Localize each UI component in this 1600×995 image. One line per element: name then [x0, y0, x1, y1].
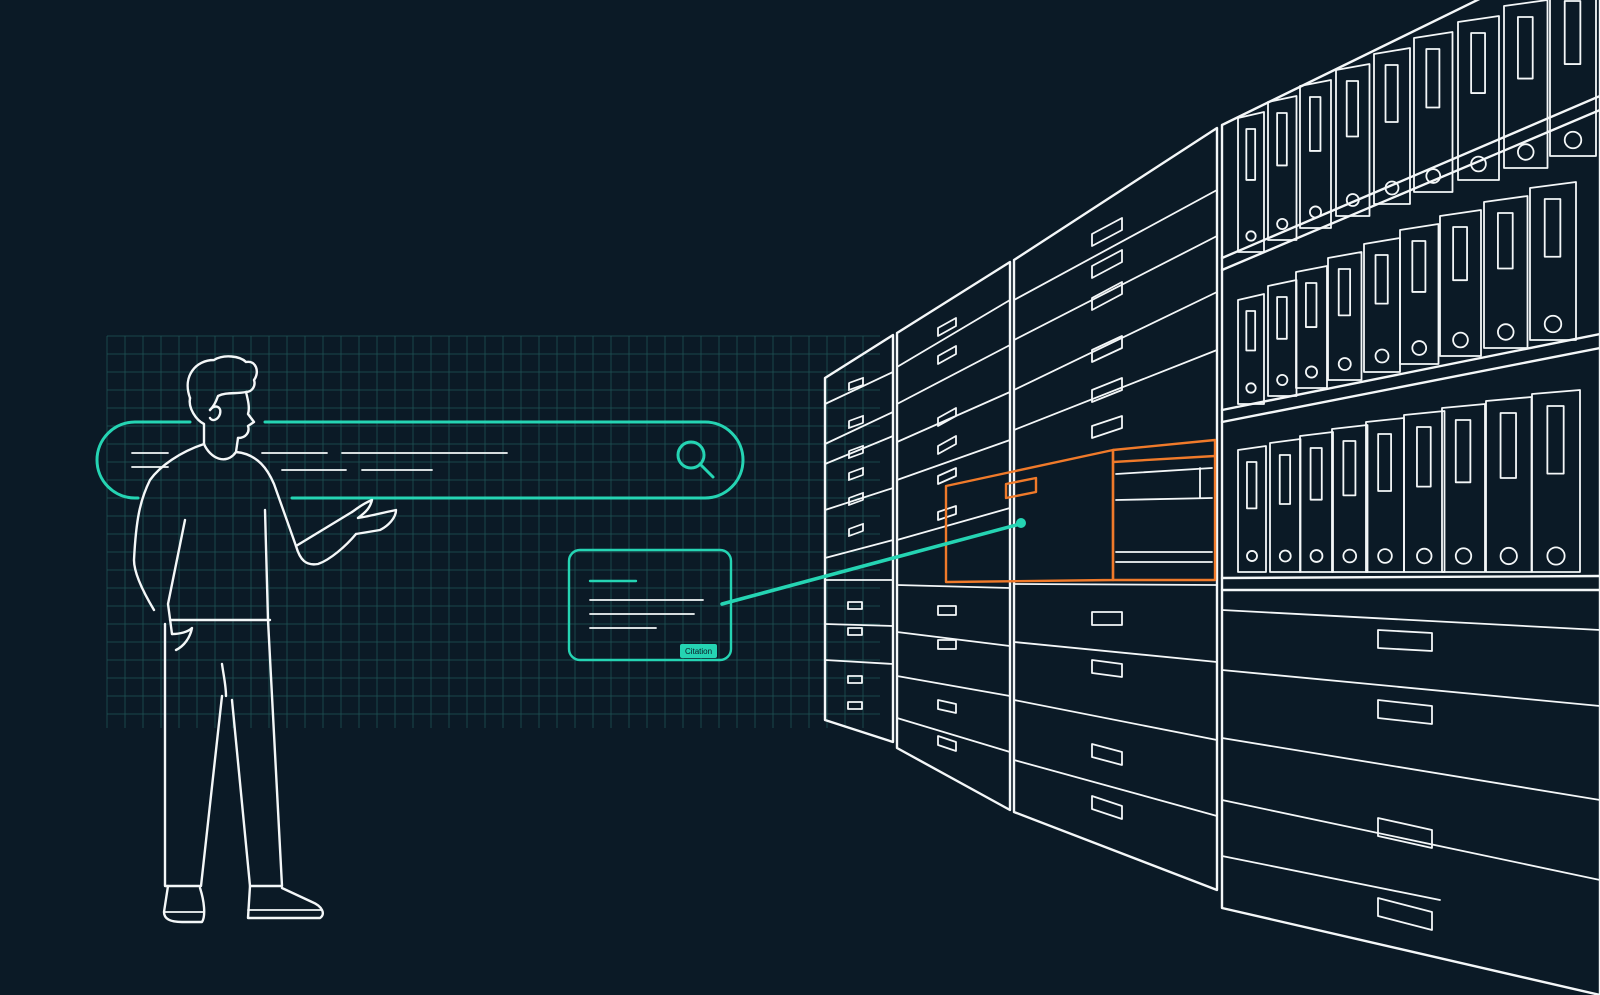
cabinet-column-4: [1220, 0, 1600, 995]
large-drawers: [1221, 609, 1600, 931]
citation-badge: Citation: [680, 644, 717, 658]
binder: [1549, 0, 1597, 157]
binder: [1299, 79, 1332, 229]
binder: [1503, 0, 1549, 169]
binder: [1483, 195, 1529, 349]
binder: [1399, 223, 1440, 365]
citation-badge-label: Citation: [685, 647, 712, 656]
binder: [1237, 445, 1267, 573]
binder: [1529, 181, 1577, 341]
binder: [1327, 251, 1363, 381]
binder: [1269, 438, 1302, 573]
binder: [1457, 15, 1500, 181]
binder: [1363, 237, 1401, 373]
binder: [1237, 111, 1265, 253]
search-icon[interactable]: [676, 440, 715, 479]
binder: [1267, 95, 1298, 241]
binder: [1267, 279, 1298, 397]
binder: [1485, 396, 1533, 573]
person-figure: [132, 355, 398, 924]
binder: [1531, 389, 1581, 573]
highlighted-drawer[interactable]: [944, 438, 1217, 584]
cabinet-column-1: [823, 333, 895, 744]
binder: [1413, 31, 1454, 193]
binder: [1403, 410, 1446, 573]
binder: [1373, 47, 1411, 205]
filing-cabinet-wall: [823, 0, 1600, 995]
connector-endpoint: [1016, 518, 1026, 528]
binder: [1441, 403, 1486, 573]
binder: [1365, 417, 1405, 573]
binder: [1299, 431, 1334, 573]
binder: [1439, 209, 1482, 357]
cabinet-column-2: [895, 260, 1012, 812]
background-grid: [106, 335, 880, 728]
citation-connector: [720, 518, 1026, 606]
binder: [1295, 265, 1328, 389]
citation-card[interactable]: Citation: [567, 548, 733, 662]
binder-shelves: [1237, 0, 1597, 573]
binder: [1335, 63, 1371, 217]
binder: [1331, 424, 1369, 573]
search-bar[interactable]: [95, 420, 745, 500]
cabinet-column-3: [1012, 126, 1219, 892]
binder: [1237, 293, 1265, 405]
